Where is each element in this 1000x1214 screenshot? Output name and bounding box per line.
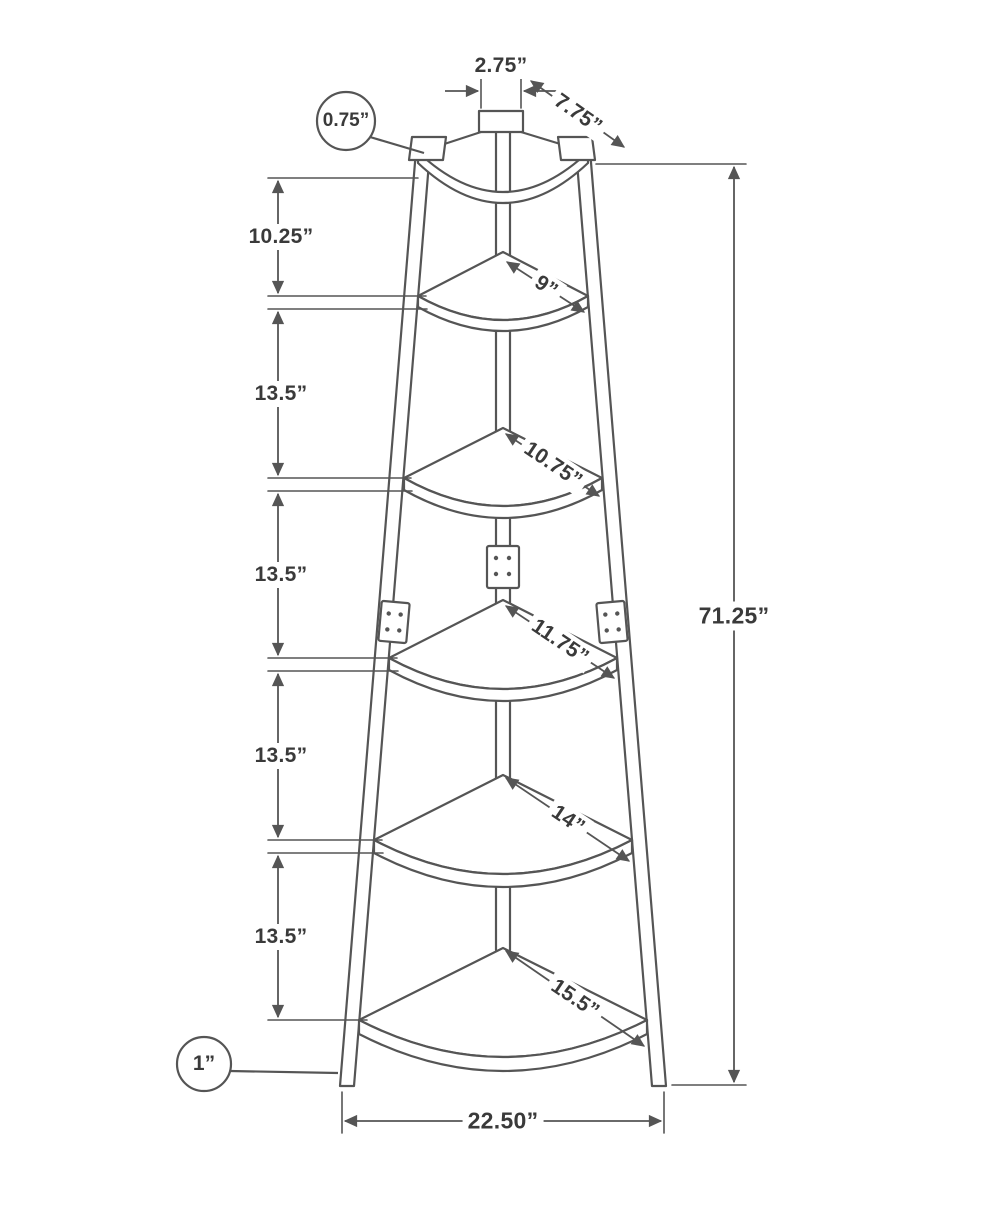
shelf-unit [338, 109, 668, 1088]
dim-spacing-2-label: 13.5” [249, 562, 313, 588]
top-shelf-edge [416, 150, 590, 204]
post-cap [477, 109, 525, 134]
dim-top-width-label: 2.75” [469, 53, 533, 79]
witness-lines [267, 75, 747, 1134]
tab-callout-leader [369, 135, 425, 155]
foot-callout-leader [229, 1069, 339, 1075]
center-bracket [485, 544, 521, 590]
tab-thickness-callout-circle [315, 90, 377, 152]
dim-total-height-label: 71.25” [693, 601, 775, 631]
top-cap [407, 109, 597, 204]
dim-spacing-1-label: 13.5” [249, 381, 313, 407]
callout-tab-thickness-label: 0.75” [322, 110, 370, 131]
right-top-tab [556, 135, 597, 162]
callouts [175, 90, 425, 1093]
dim-spacing-3-label: 13.5” [249, 743, 313, 769]
dim-spacing-top-label: 10.25” [243, 224, 319, 250]
callout-foot-label: 1” [192, 1052, 216, 1075]
foot-callout-circle [175, 1035, 233, 1093]
right-bracket [595, 599, 629, 645]
dim-base-width-label: 22.50” [462, 1106, 544, 1136]
left-top-tab [407, 135, 448, 162]
shelf-4 [372, 773, 634, 888]
dim-spacing-4-label: 13.5” [249, 924, 313, 950]
left-bracket [377, 599, 411, 645]
